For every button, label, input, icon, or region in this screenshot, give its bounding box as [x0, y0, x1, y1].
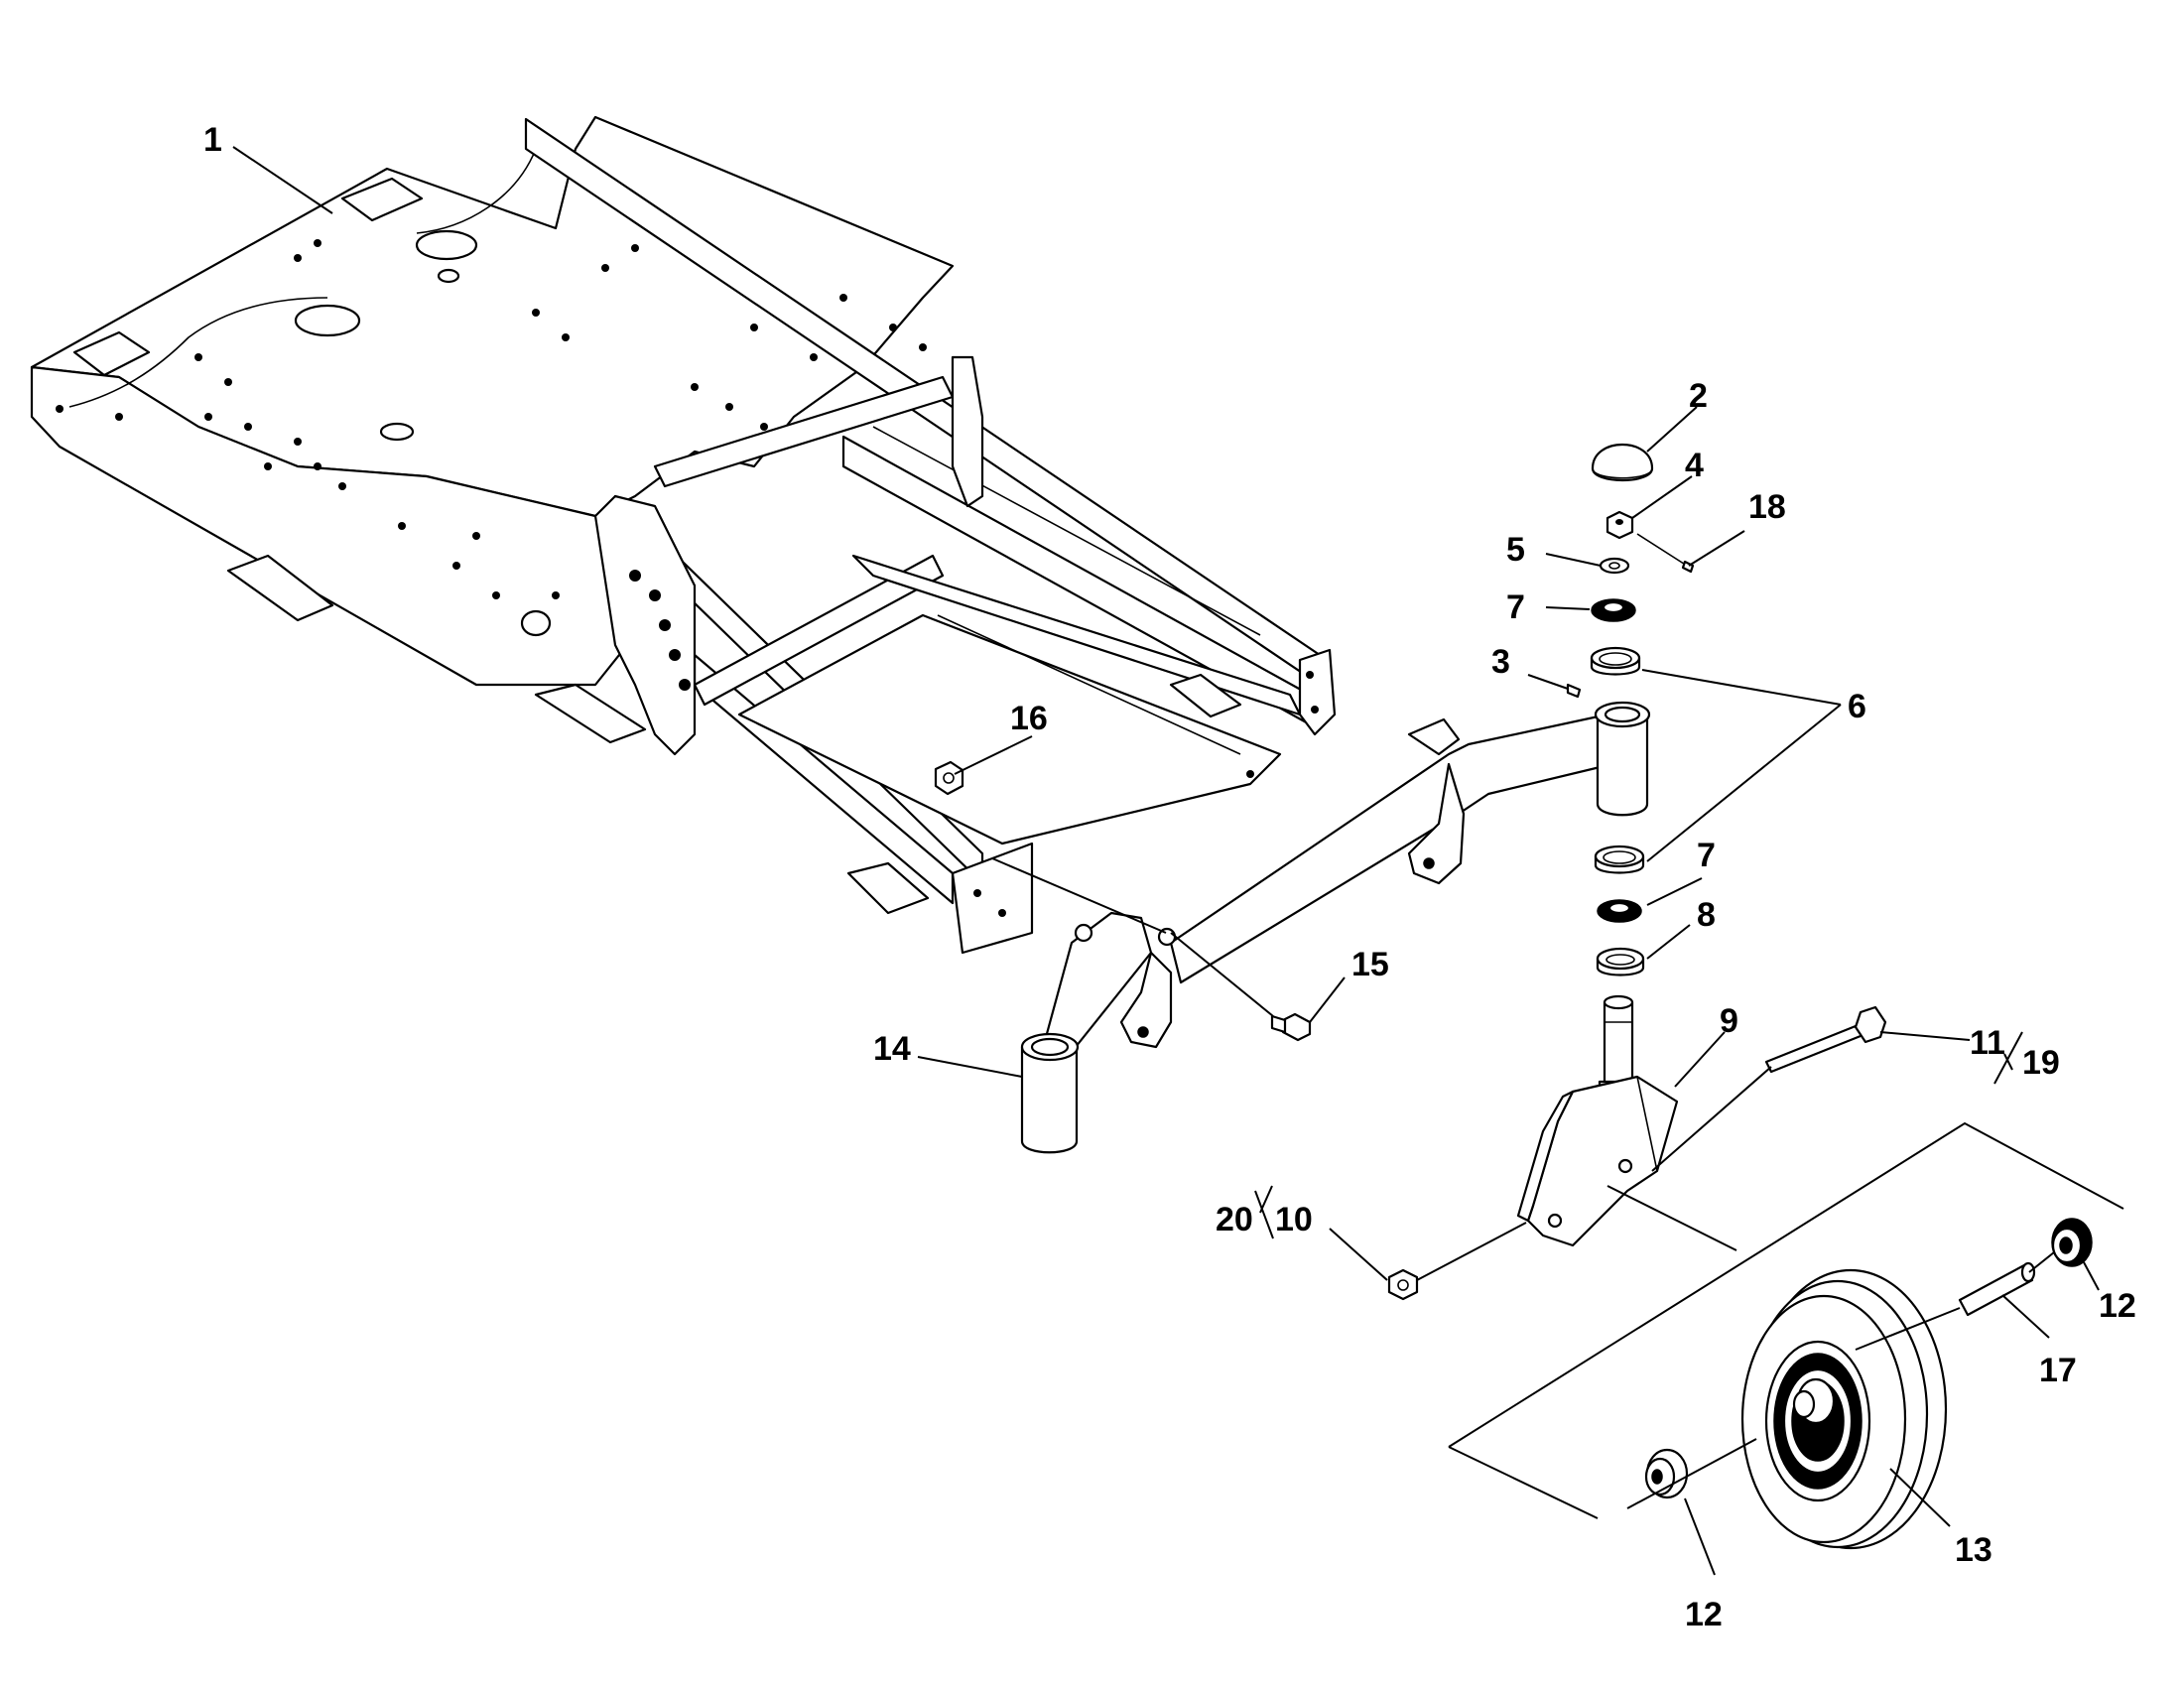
bearing-cup-6-lower	[1594, 845, 1645, 874]
callout-1: 1	[203, 121, 222, 159]
callout-10: 10	[1275, 1201, 1313, 1238]
washer-5	[1599, 557, 1630, 575]
bolt-18	[1636, 533, 1695, 574]
front-axle-arm	[1020, 701, 1651, 1154]
callout-9: 9	[1720, 1002, 1738, 1040]
bearing-7-lower	[1597, 899, 1642, 923]
nut-4	[1606, 510, 1634, 540]
cap-2	[1591, 443, 1654, 482]
callout-12-lower: 12	[1685, 1596, 1723, 1633]
callout-12-upper: 12	[2099, 1287, 2136, 1325]
callout-18: 18	[1748, 488, 1786, 526]
main-frame	[30, 115, 1337, 955]
axle-17	[1958, 1261, 2036, 1317]
callout-4: 4	[1685, 447, 1704, 484]
nut-16	[934, 760, 964, 796]
callout-14: 14	[873, 1030, 911, 1068]
callout-7-lower: 7	[1697, 837, 1716, 874]
callout-5: 5	[1506, 531, 1525, 569]
caster-fork-9	[1516, 994, 1679, 1247]
bolt-15	[1270, 1012, 1312, 1042]
wheel-13	[1740, 1268, 1948, 1550]
callout-labels: 1 2 4 18 5 7 3 6 16 7 8 15 9 11 19 14 20…	[203, 121, 2136, 1633]
callout-19: 19	[2022, 1044, 2060, 1082]
callout-11: 11	[1970, 1024, 2005, 1062]
callout-6: 6	[1848, 688, 1866, 725]
spacer-12-upper	[2051, 1218, 2093, 1267]
callout-13: 13	[1955, 1531, 1992, 1569]
callout-leaders	[232, 146, 2100, 1576]
spacer-12-lower	[1644, 1448, 1689, 1499]
callout-3: 3	[1491, 643, 1510, 681]
callout-20: 20	[1216, 1201, 1253, 1238]
callout-17: 17	[2039, 1352, 2077, 1389]
callout-16: 16	[1010, 700, 1048, 737]
callout-7-upper: 7	[1506, 588, 1525, 626]
bolt-11-19	[1764, 1005, 1887, 1074]
bearing-7-upper	[1591, 598, 1636, 622]
frame-holes	[56, 239, 1319, 917]
grease-fitting-3	[1566, 683, 1582, 699]
seal-8	[1596, 947, 1645, 976]
callout-15: 15	[1351, 946, 1389, 983]
callout-2: 2	[1689, 377, 1708, 415]
exploded-view-lines	[991, 857, 2124, 1519]
bearing-cup-6-upper	[1590, 646, 1641, 676]
nut-20-10	[1387, 1268, 1419, 1301]
callout-8: 8	[1697, 896, 1716, 934]
